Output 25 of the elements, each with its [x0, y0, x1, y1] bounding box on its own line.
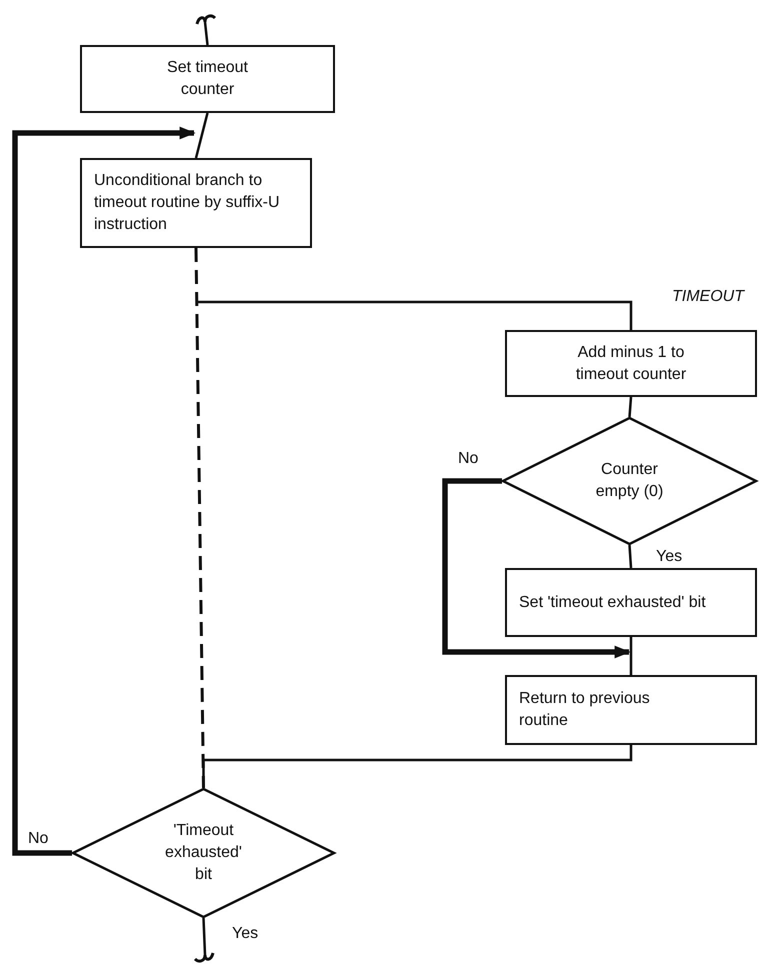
decision-text: 'Timeout exhausted' bit: [164, 821, 243, 885]
arrow: [12, 126, 196, 856]
box-text: Set timeout counter: [166, 58, 249, 100]
connector-line: [202, 918, 206, 956]
box-text: Unconditional branch to timeout routine by suffix-U instruction: [94, 171, 281, 235]
routine-label: TIMEOUT: [672, 288, 744, 306]
connector-line: [202, 745, 632, 788]
connector-line: [204, 22, 209, 46]
connector-line: [630, 637, 632, 675]
decision-diamond: [72, 788, 335, 918]
box-text: Return to previous routine: [519, 689, 651, 731]
box-text: Set 'timeout exhausted' bit: [519, 592, 707, 612]
connector-line: [628, 544, 632, 568]
arrow: [442, 478, 631, 658]
box-text: Add minus 1 to timeout counter: [574, 342, 688, 384]
connector-line: [194, 112, 209, 158]
process-box: [80, 158, 312, 248]
connector-line: [628, 396, 632, 418]
process-box: [505, 675, 757, 745]
decision-diamond: [502, 417, 757, 545]
connector-line: [194, 248, 205, 788]
process-box: [505, 568, 757, 637]
process-box: [80, 45, 335, 113]
decision-text: Counter empty (0): [594, 460, 664, 502]
process-box: [505, 330, 757, 397]
